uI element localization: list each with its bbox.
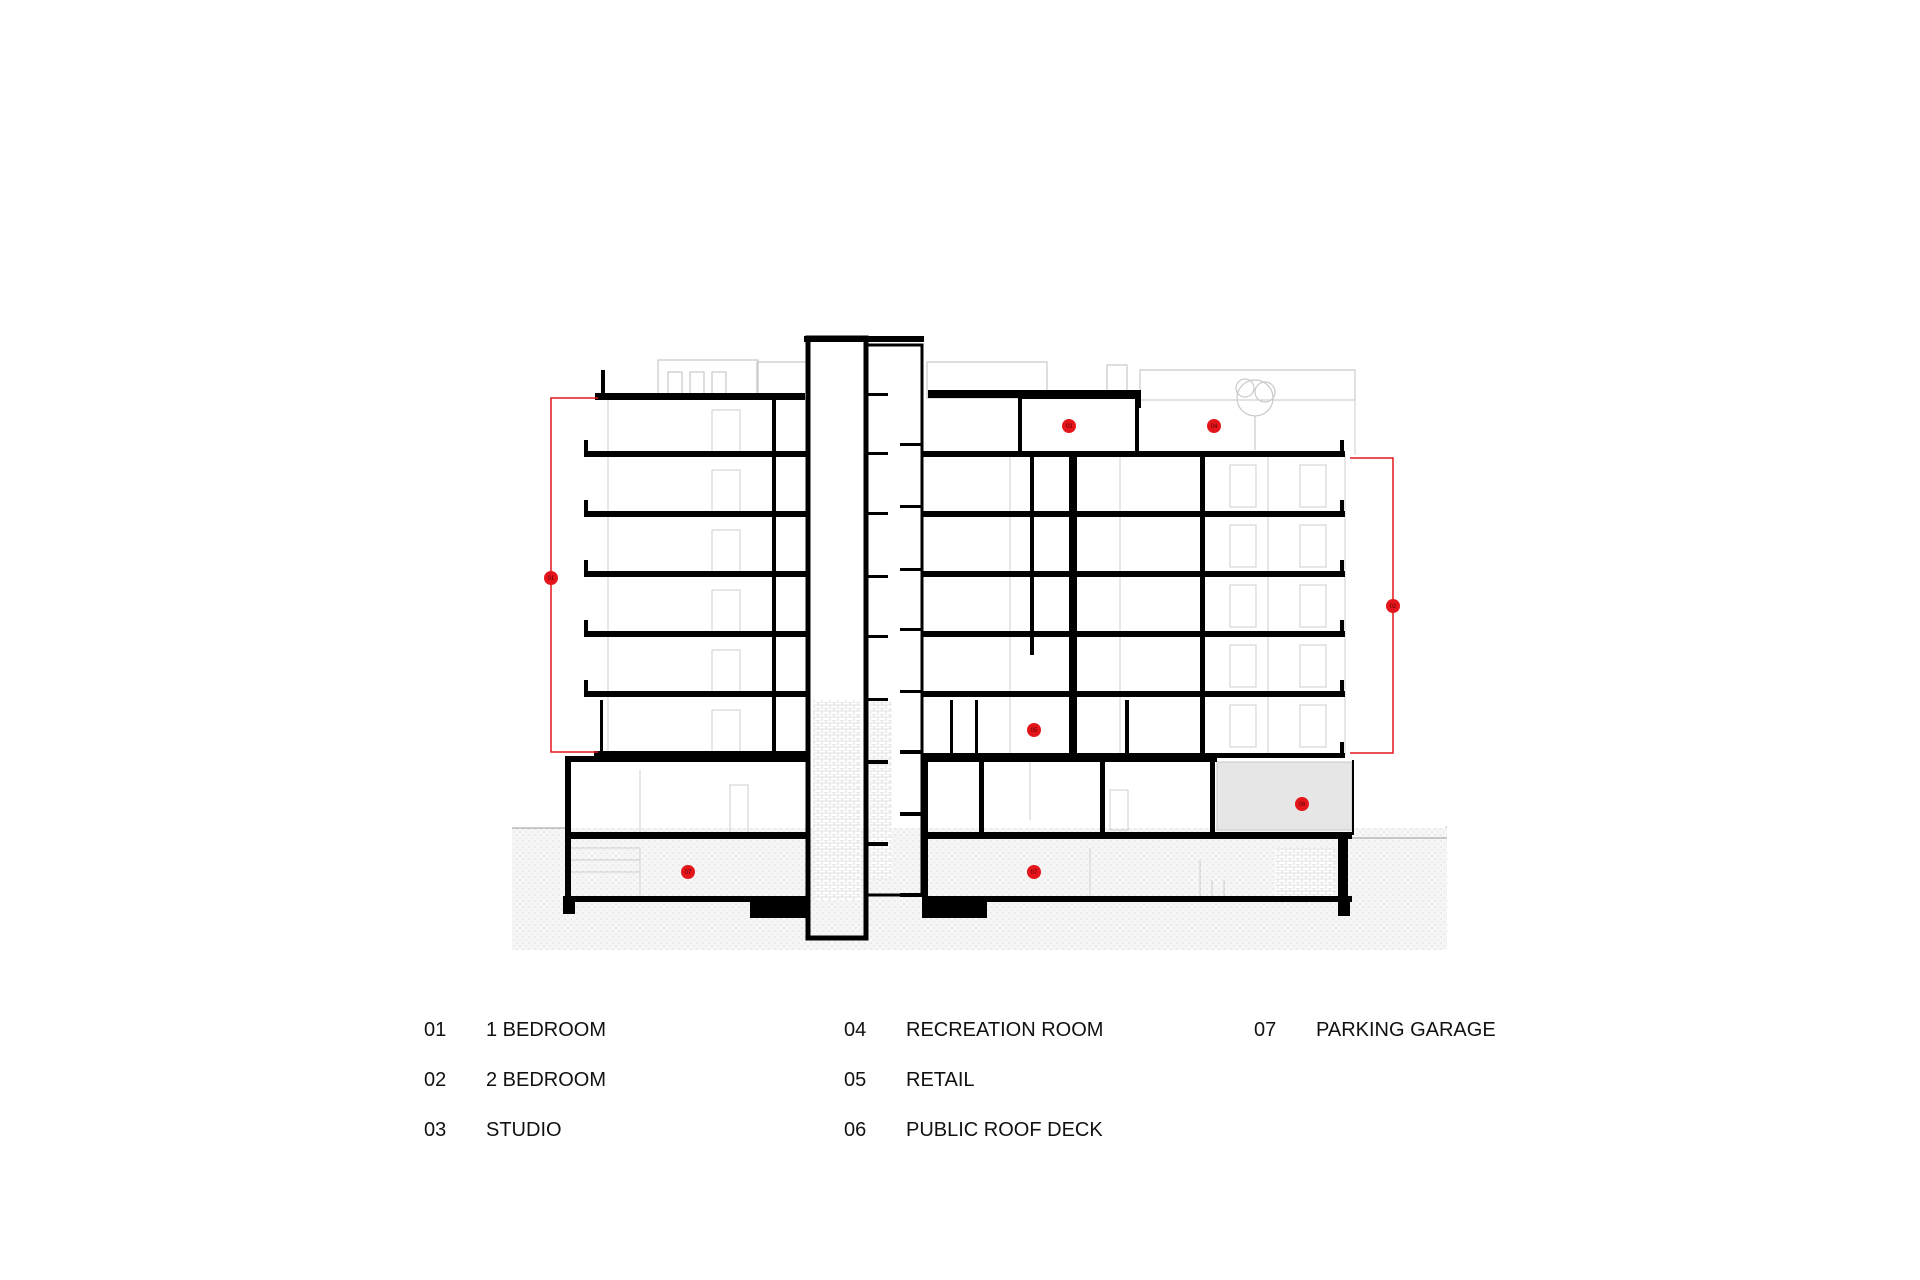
marker-dot: [544, 571, 558, 585]
marker-dot: [1295, 797, 1309, 811]
room-marker-03: 03: [1062, 419, 1076, 433]
marker-number: 06: [1299, 802, 1306, 808]
marker-number: 07: [1031, 870, 1038, 876]
marker-number: 07: [685, 870, 692, 876]
retail-facade: [1216, 761, 1353, 831]
marker-dot: [1062, 419, 1076, 433]
room-marker-05: 05: [1027, 723, 1041, 737]
marker-dot: [681, 865, 695, 879]
marker-number: 04: [1211, 424, 1218, 430]
marker-number: 03: [1066, 424, 1073, 430]
parking-brick: [1275, 848, 1335, 903]
structure: [563, 370, 1354, 918]
room-marker-07: 07: [681, 865, 695, 879]
marker-dot: [1027, 723, 1041, 737]
room-marker-06: 06: [1295, 797, 1309, 811]
room-markers: 01 02 03 04 05 06 07 07: [544, 419, 1400, 879]
room-marker-01: 01: [544, 571, 558, 585]
room-marker-02: 02: [1386, 599, 1400, 613]
marker-number: 05: [1031, 728, 1038, 734]
marker-dot: [1027, 865, 1041, 879]
room-marker-04: 04: [1207, 419, 1221, 433]
marker-dot: [1207, 419, 1221, 433]
core: [804, 335, 924, 941]
rooftop-structures: [657, 359, 1356, 450]
marker-number: 02: [1390, 604, 1397, 610]
marker-number: 01: [548, 576, 555, 582]
marker-dot: [1386, 599, 1400, 613]
room-marker-07: 07: [1027, 865, 1041, 879]
